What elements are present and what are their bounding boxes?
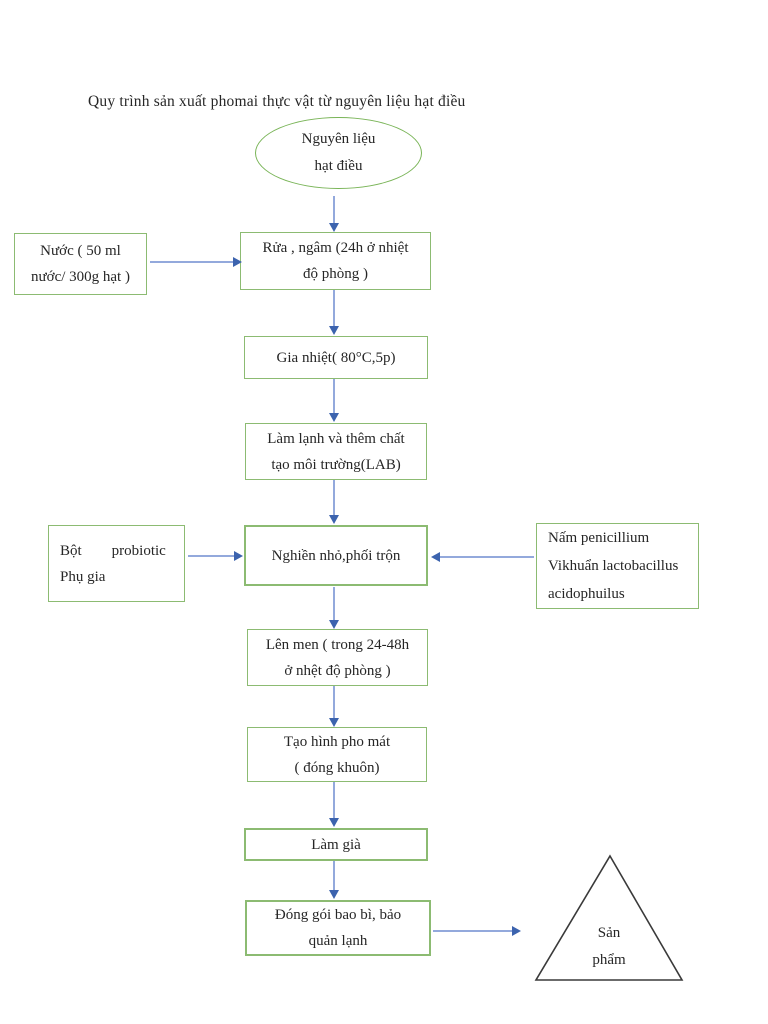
node-text-line: Sản [597,925,621,941]
node-text: Sản phẩm [533,920,685,974]
node-text-line: Làm lạnh và thêm chất [267,430,405,447]
arrow-lam-lanh-to-nghien [328,480,340,524]
arrow-head-icon [328,223,339,232]
arrow-head-icon [233,256,242,267]
process-box-nghien-tron: Nghiền nhỏ,phối trộn [244,525,428,586]
node-text-line: Tạo hình pho mát [283,733,391,750]
arrow-shaft [433,930,513,932]
arrow-shaft [188,555,235,557]
node-text-line: Nguyên liệu [301,131,376,147]
arrow-head-icon [234,550,243,561]
process-box-rua-ngam: Rửa , ngâm (24h ở nhiệt độ phòng ) [240,232,431,290]
node-text-line: acidophuilus [548,586,625,602]
node-text-line: Gia nhiệt( 80°C,5p) [276,349,396,366]
process-box-len-men: Lên men ( trong 24-48h ở nhệt độ phòng ) [247,629,428,686]
arrow-dong-goi-to-san-pham [433,925,521,937]
arrow-bot-to-nghien [188,550,243,562]
process-box-gia-nhiet: Gia nhiệt( 80°C,5p) [244,336,428,379]
arrow-head-icon [328,718,339,727]
process-box-lam-lanh: Làm lạnh và thêm chất tạo môi trường(LAB… [245,423,427,480]
arrow-head-icon [328,413,339,422]
node-text-line: nước/ 300g hạt ) [31,269,130,285]
node-text-line: Nghiền nhỏ,phối trộn [271,547,401,564]
process-box-dong-goi: Đóng gói bao bì, bảo quản lạnh [245,900,431,956]
arrow-shaft [333,686,335,719]
process-box-tao-hinh: Tạo hình pho mát ( đóng khuôn) [247,727,427,782]
node-text-line: độ phòng ) [303,266,368,282]
arrow-nam-to-nghien [431,551,534,563]
input-box-bot-probiotic: Bột probiotic Phụ gia [48,525,185,602]
arrow-nghien-to-len-men [328,587,340,629]
arrow-head-icon [328,890,339,899]
node-text-line: Đóng gói bao bì, bảo [274,907,402,923]
node-text-line: hạt điều [314,158,363,174]
end-node-san-pham: Sản phẩm [533,852,685,983]
arrow-head-icon [328,620,339,629]
arrow-shaft [333,480,335,516]
node-text-line: Rửa , ngâm (24h ở nhiệt [262,240,409,256]
node-text-line: ( đóng khuôn) [294,759,380,776]
node-text-line: quản lạnh [308,933,368,949]
arrow-gia-nhiet-to-lam-lanh [328,379,340,422]
node-text-line: Nước ( 50 ml [40,243,121,259]
arrow-head-icon [328,515,339,524]
arrow-tao-hinh-to-lam-gia [328,782,340,827]
arrow-shaft [333,379,335,414]
arrow-shaft [439,556,534,558]
arrow-head-icon [328,326,339,335]
node-text-line: Phụ gia [60,568,106,585]
arrow-head-icon [512,925,521,936]
process-box-lam-gia: Làm già [244,828,428,861]
input-box-nuoc: Nước ( 50 ml nước/ 300g hạt ) [14,233,147,295]
arrow-rua-to-gia-nhiet [328,290,340,335]
arrow-head-icon [431,551,440,562]
diagram-title: Quy trình sản xuất phomai thực vật từ ng… [88,93,466,110]
triangle-shape [534,854,684,981]
arrow-shaft [333,290,335,327]
node-text-line: Làm già [311,836,361,853]
arrow-shaft [333,782,335,819]
node-text-line: Vikhuẩn lactobacillus [548,558,679,574]
arrow-len-men-to-tao-hinh [328,686,340,727]
node-text-line: phẩm [592,952,626,968]
input-box-nam-vikhuan: Nấm penicillium Vikhuẩn lactobacillus ac… [536,523,699,609]
arrow-head-icon [328,818,339,827]
node-text-line: Bột probiotic [60,542,166,559]
arrow-shaft [333,587,335,621]
node-text-line: tạo môi trường(LAB) [271,456,401,473]
arrow-shaft [333,861,335,891]
arrow-nuoc-to-rua [150,256,242,268]
node-text-line: Nấm penicillium [548,530,650,546]
arrow-lam-gia-to-dong-goi [328,861,340,899]
arrow-shaft [333,196,335,224]
arrow-start-to-rua [328,196,340,232]
arrow-shaft [150,261,234,263]
start-node-nguyen-lieu: Nguyên liệu hạt điều [255,117,422,189]
node-text-line: Lên men ( trong 24-48h [265,636,410,653]
node-text-line: ở nhệt độ phòng ) [284,662,391,679]
